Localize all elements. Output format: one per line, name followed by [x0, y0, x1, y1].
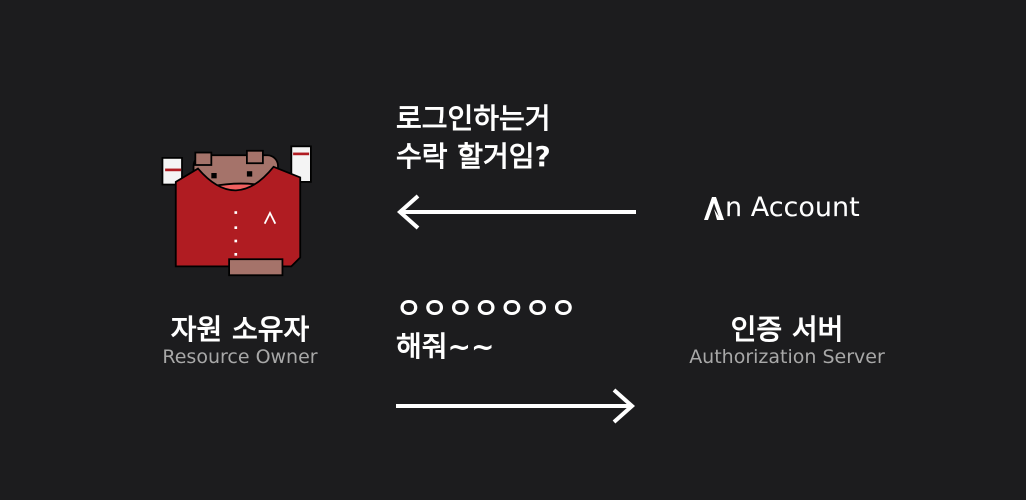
logo-mark-icon [704, 196, 724, 220]
arrow-right-icon [396, 388, 636, 424]
an-account-logo: n Account [703, 192, 860, 223]
auth-server-subtitle: Authorization Server [689, 346, 885, 368]
resource-owner-title: 자원 소유자 [170, 313, 310, 346]
mascot-bear-illustration [161, 145, 312, 277]
resource-owner-subtitle: Resource Owner [162, 346, 318, 368]
logo-text: n Account [725, 192, 860, 223]
request-line-1: 로그인하는거 [396, 102, 551, 135]
arrow-left-icon [396, 194, 636, 230]
response-message: ㅇㅇㅇㅇㅇㅇㅇ 해줘~~ [396, 290, 576, 366]
response-line-1: ㅇㅇㅇㅇㅇㅇㅇ [396, 292, 577, 325]
auth-server-title: 인증 서버 [730, 313, 844, 346]
request-line-2: 수락 할거임? [396, 140, 551, 173]
response-line-2: 해줘~~ [396, 330, 495, 363]
request-message: 로그인하는거 수락 할거임? [396, 100, 551, 176]
